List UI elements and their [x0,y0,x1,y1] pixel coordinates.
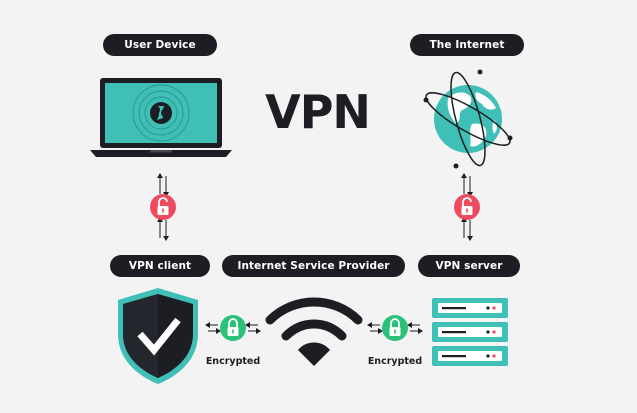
locked-padlock-icon [220,315,246,341]
locked-padlock-icon [382,315,408,341]
label-the-internet: The Internet [410,34,524,56]
label-user-device: User Device [103,34,217,56]
encrypted-label-left: Encrypted [205,356,261,367]
server-rack-icon [432,298,508,366]
wifi-icon [265,297,363,366]
unlocked-padlock-icon [454,194,480,220]
diagram-title: VPN [265,85,371,139]
label-vpn-client: VPN client [110,255,210,277]
encrypted-label-right: Encrypted [367,356,423,367]
arrows-internet-to-server [461,173,473,241]
arrows-isp-to-server [367,322,423,334]
label-vpn-server: VPN server [418,255,520,277]
arrows-client-to-isp [205,322,261,334]
shield-check-icon [118,288,198,384]
label-isp: Internet Service Provider [222,255,405,277]
globe-icon [423,69,513,169]
surfshark-logo-icon [150,102,172,124]
unlocked-padlock-icon [150,194,176,220]
